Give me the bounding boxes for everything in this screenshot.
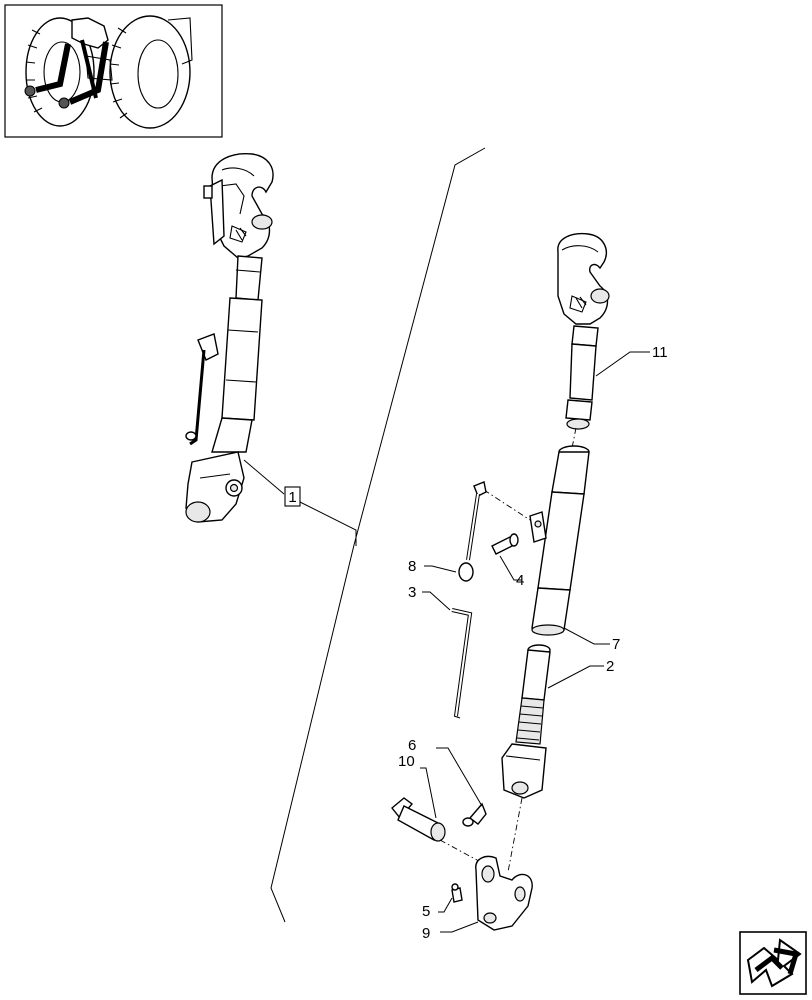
callout-10: 10 [398,753,415,770]
leader-2 [547,665,604,689]
axis-line-11-7 [571,427,577,449]
leader-7 [563,627,610,645]
callout-4: 4 [516,572,524,589]
axis-line-2-9 [507,797,523,873]
leader-9 [440,921,479,933]
axis-line-8-4 [483,489,531,521]
callout-11: 11 [652,344,668,361]
leader-6 [436,747,483,807]
leader-11 [595,351,650,377]
tractor-wheel-right-icon [109,15,193,129]
callout-9: 9 [422,925,430,942]
callout-8: 8 [408,558,416,575]
leader-3 [422,591,451,611]
part-4-pin [491,533,519,555]
callout-1: 1 [288,489,296,506]
next-page-arrow-icon[interactable] [739,931,807,995]
part-2-threaded-end [501,644,551,799]
group-boundary-line [270,147,486,923]
part-11-hook-head [557,232,610,430]
tractor-linkage-highlight [24,17,113,109]
callout-7: 7 [612,636,620,653]
callout-3: 3 [408,584,416,601]
leader-10 [420,767,437,819]
leader-5 [438,897,453,913]
part-6-r-clip [462,802,487,827]
callout-box-1 [284,486,301,507]
tractor-thumbnail [4,4,223,138]
callout-6: 6 [408,737,416,754]
leader-4 [499,555,522,581]
leader-1-group [299,501,357,546]
leader-1 [243,459,285,495]
callout-5: 5 [422,903,430,920]
part-5-grease-nipple [451,883,463,903]
assembled-top-link [185,153,274,523]
leader-8 [424,565,457,573]
part-10-pin [391,797,446,842]
callout-2: 2 [606,658,614,675]
part-9-fork-bracket [475,855,533,931]
part-7-main-tube [529,445,590,636]
part-8-lock-pin [458,481,487,582]
part-3-bent-rod [451,608,473,719]
